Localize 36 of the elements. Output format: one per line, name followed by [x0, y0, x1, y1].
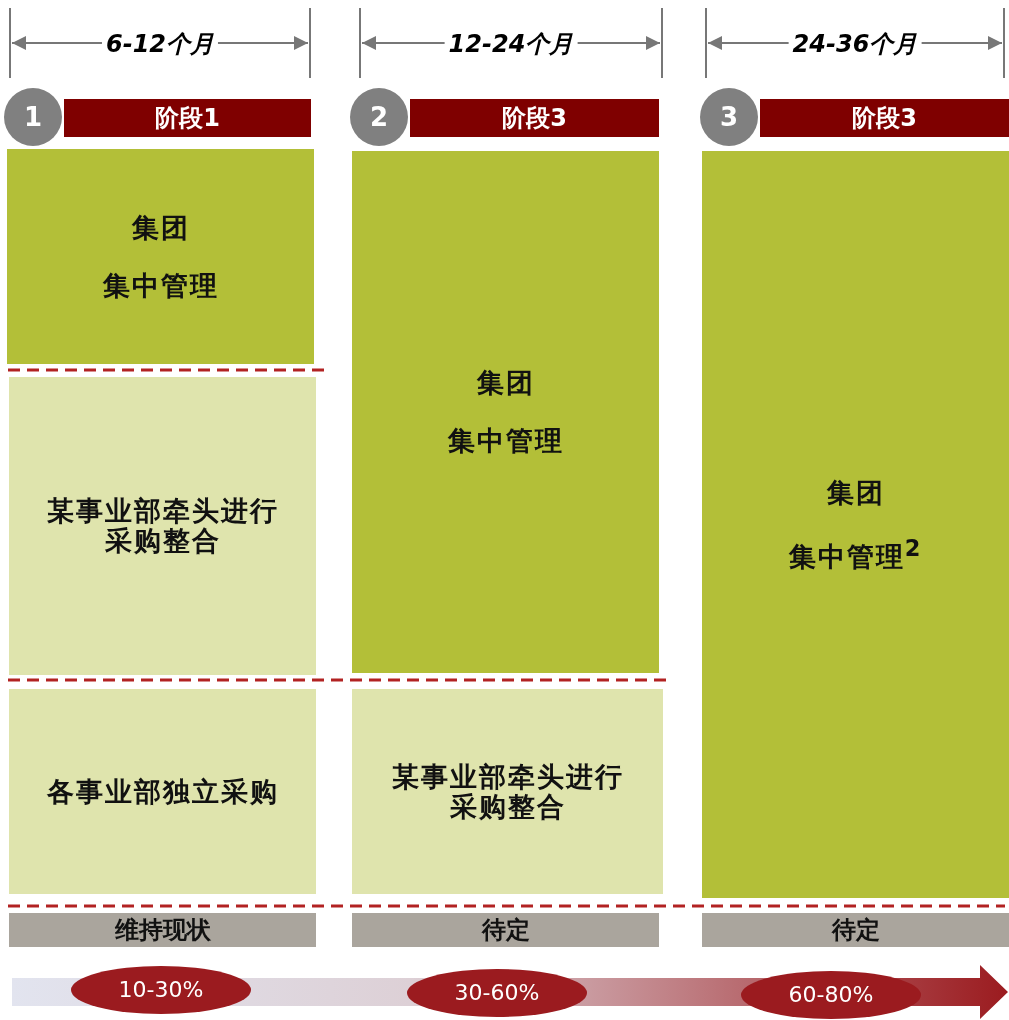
- stage-box: [352, 151, 659, 673]
- number-badge: [4, 88, 62, 146]
- stage-text: 集团: [476, 368, 535, 398]
- stage-text: 集团: [826, 477, 885, 508]
- stage-text: 集中管理: [447, 426, 564, 456]
- stage-title: 阶段1: [155, 104, 220, 132]
- stage-box: [7, 149, 314, 364]
- stage-title: 阶段3: [852, 104, 917, 132]
- stage-text: 某事业部牵头进行采购整合: [390, 761, 625, 822]
- result-bar: [9, 913, 316, 947]
- stage-box: [702, 151, 1009, 898]
- result-text: 维持现状: [114, 916, 211, 944]
- percentage-value: 10-30%: [118, 977, 204, 1003]
- stage-box: [9, 377, 316, 675]
- stage-text: 集中管理: [102, 270, 219, 301]
- result-text: 待定: [481, 916, 530, 944]
- result-bar: [702, 913, 1009, 947]
- number-badge: [350, 88, 408, 146]
- stage-title: 阶段3: [502, 104, 567, 132]
- stage-header-bar: [760, 99, 1009, 137]
- step-number: 2: [369, 102, 389, 132]
- step-number: 3: [719, 102, 739, 132]
- stage-header-bar: [410, 99, 659, 137]
- stage-header-bar: [64, 99, 311, 137]
- percentage-value: 60-80%: [788, 982, 874, 1008]
- result-bar: [352, 913, 659, 947]
- stage-box: [352, 689, 663, 894]
- step-number: 1: [23, 102, 43, 132]
- stage-text: 各事业部独立采购: [46, 776, 279, 807]
- stage-text: 集中管理$^{2}$: [788, 535, 923, 572]
- percentage-value: 30-60%: [454, 980, 540, 1006]
- number-badge: [700, 88, 758, 146]
- result-text: 待定: [831, 916, 880, 944]
- stage-text: 某事业部牵头进行采购整合: [45, 496, 280, 556]
- stage-text: 集团: [131, 212, 190, 243]
- stage-box: [9, 689, 316, 894]
